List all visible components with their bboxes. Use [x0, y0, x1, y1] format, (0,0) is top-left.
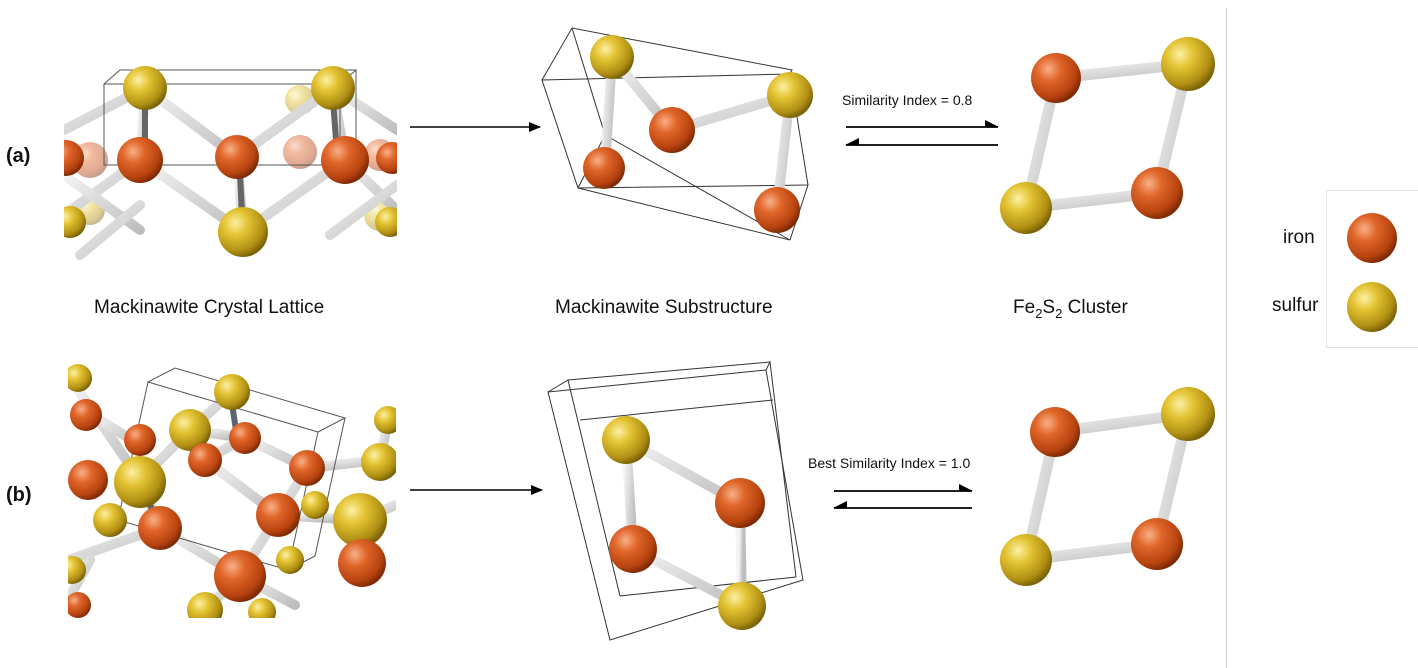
- substructure-a: [541, 27, 813, 241]
- legend-box: [1326, 190, 1418, 348]
- equilibrium-arrows-b: [833, 484, 973, 509]
- cluster-s-sub: 2: [1055, 305, 1063, 321]
- cluster-fe-sub: 2: [1035, 305, 1043, 321]
- cluster-b: [1000, 387, 1215, 586]
- panel-label-b: (b): [6, 484, 32, 506]
- legend-divider: [1226, 8, 1227, 668]
- legend-iron-sphere: [1347, 213, 1397, 263]
- caption-substructure: Mackinawite Substructure: [555, 297, 773, 318]
- equilibrium-arrows-a: [845, 120, 999, 146]
- similarity-index-a: Similarity Index = 0.8: [842, 92, 973, 108]
- lattice-b: [68, 364, 396, 618]
- cluster-a: [1000, 37, 1215, 234]
- substructure-b: [547, 361, 804, 641]
- cluster-s: S: [1042, 297, 1056, 318]
- caption-cluster: Fe2S2 Cluster: [1013, 297, 1128, 321]
- legend-iron-label: iron: [1283, 227, 1315, 248]
- cluster-fe: Fe: [1013, 297, 1036, 318]
- panel-label-a: (a): [6, 145, 31, 167]
- similarity-index-b: Best Similarity Index = 1.0: [808, 455, 971, 471]
- lattice-a: [64, 66, 397, 260]
- legend-sulfur-sphere: [1347, 282, 1397, 332]
- legend-sulfur-label: sulfur: [1272, 295, 1319, 316]
- cluster-rest: Cluster: [1062, 297, 1128, 318]
- caption-lattice: Mackinawite Crystal Lattice: [94, 297, 325, 318]
